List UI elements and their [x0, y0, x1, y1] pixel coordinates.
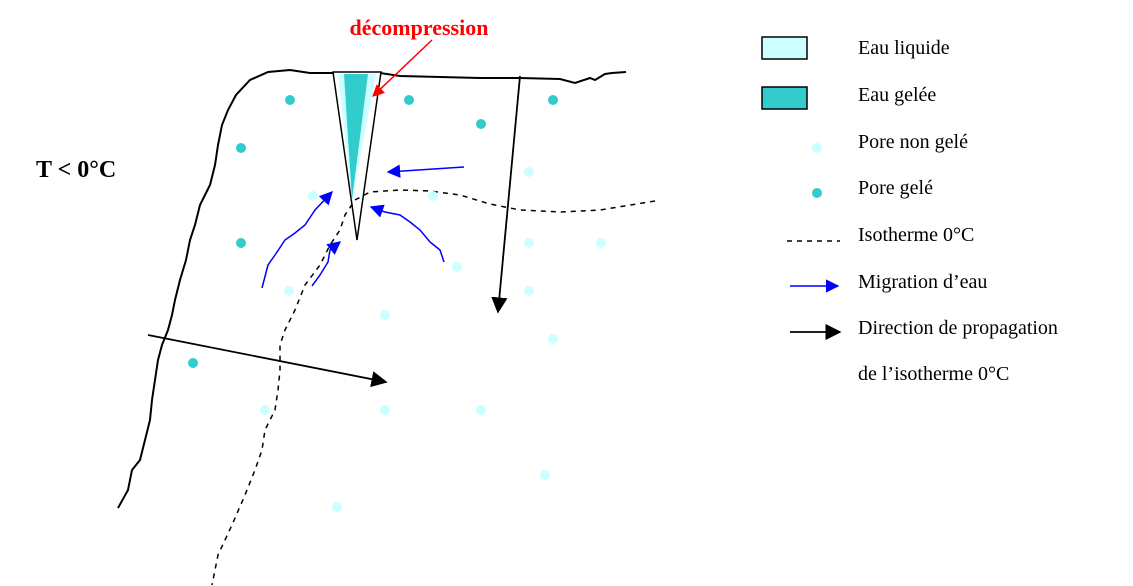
water-migration-arrow [261, 191, 333, 289]
legend-label-water-migration: Migration d’eau [858, 271, 987, 293]
unfrozen-pore [428, 191, 438, 201]
frozen-pore [188, 358, 198, 368]
unfrozen-pore [524, 167, 534, 177]
decompression-label: décompression [350, 15, 489, 40]
unfrozen-pore [380, 405, 390, 415]
legend-swatch-frozen-water [761, 86, 808, 110]
propagation-arrow-down [491, 75, 521, 314]
unfrozen-pore [540, 470, 550, 480]
frozen-pore [404, 95, 414, 105]
legend-label-liquid-water: Eau liquide [858, 37, 950, 59]
decompression-arrow [372, 39, 433, 97]
frozen-pore [236, 143, 246, 153]
frozen-pore [476, 119, 486, 129]
isotherm-0c [211, 189, 656, 586]
frozen-pore [548, 95, 558, 105]
water-migration-arrow [386, 164, 465, 178]
legend-label-propagation: Direction de propagation [858, 317, 1058, 339]
frozen-water-in-crack [344, 74, 368, 200]
unfrozen-pore [284, 286, 294, 296]
water-migration-arrow [369, 204, 445, 263]
water-migration-arrow [311, 241, 342, 287]
temperature-label: T < 0°C [36, 157, 116, 183]
unfrozen-pore [452, 262, 462, 272]
unfrozen-pore [380, 310, 390, 320]
unfrozen-pore [596, 238, 606, 248]
propagation-arrow-right [147, 334, 388, 388]
rock-outline [117, 68, 627, 509]
legend-marker-unfrozen-pore [812, 143, 822, 153]
frozen-pore [236, 238, 246, 248]
legend-label-propagation-cont: de l’isotherme 0°C [858, 363, 1009, 385]
legend-label-frozen-water: Eau gelée [858, 84, 936, 106]
legend-label-unfrozen-pore: Pore non gelé [858, 131, 968, 153]
legend-label-isotherm: Isotherme 0°C [858, 224, 974, 246]
frozen-pores [188, 95, 558, 368]
unfrozen-pore [548, 334, 558, 344]
unfrozen-pore [476, 405, 486, 415]
unfrozen-pore [308, 191, 318, 201]
legend-swatch-liquid-water [761, 36, 808, 60]
unfrozen-pores [260, 167, 606, 512]
unfrozen-pore [524, 238, 534, 248]
unfrozen-pore [260, 405, 270, 415]
unfrozen-pore [332, 502, 342, 512]
legend: Eau liquide Eau gelée Pore non gelé Pore… [761, 36, 1058, 385]
frozen-pore [285, 95, 295, 105]
legend-marker-frozen-pore [812, 188, 822, 198]
unfrozen-pore [524, 286, 534, 296]
legend-label-frozen-pore: Pore gelé [858, 177, 933, 199]
